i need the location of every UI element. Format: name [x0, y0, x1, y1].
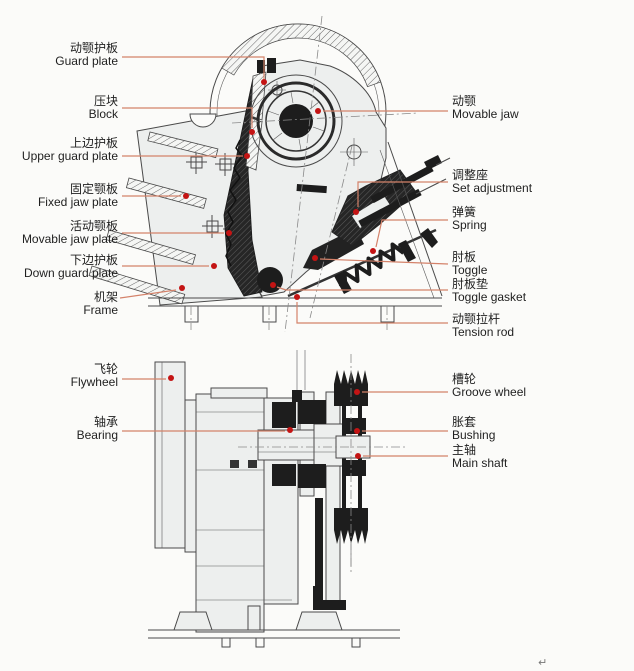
- label-zh: 主轴: [452, 443, 477, 457]
- flywheel-hatched-band: [221, 23, 382, 88]
- label-en: Tension rod: [452, 325, 515, 339]
- label-en: Movable jaw: [452, 107, 519, 121]
- label-bearing: 轴承 Bearing: [0, 416, 118, 442]
- label-en: Upper guard plate: [21, 149, 118, 163]
- label-zh: 动颚拉杆: [452, 312, 501, 326]
- label-movable-jaw: 动颚 Movable jaw: [452, 95, 519, 121]
- shaft-assembly-section-drawing: [148, 350, 408, 648]
- fixed-side-plates: [88, 131, 219, 305]
- label-toggle-gasket: 肘板垫 Toggle gasket: [452, 278, 526, 304]
- leader-block: [122, 107, 255, 135]
- flywheel-section: [154, 361, 186, 549]
- leader-bushing: [354, 428, 448, 434]
- label-frame: 机架 Frame: [0, 291, 118, 317]
- leader-flywheel: [122, 375, 174, 381]
- label-zh: 飞轮: [93, 362, 118, 376]
- main-shaft-and-bearings: [257, 390, 345, 488]
- leader-movable-jaw: [315, 108, 448, 114]
- eccentric-shaft-core: [279, 104, 313, 138]
- label-en: Down guard plate: [23, 266, 118, 280]
- label-en: Bushing: [452, 428, 496, 442]
- bearing-housing-body: [195, 393, 265, 633]
- bushing-section: [344, 418, 366, 434]
- callout-leaders: [119, 56, 449, 459]
- label-spring: 弹簧 Spring: [452, 206, 487, 232]
- bearing-block: [272, 402, 296, 428]
- leader-movable-jaw-plate: [122, 230, 232, 236]
- leader-toggle: [312, 255, 449, 265]
- leader-frame: [119, 285, 185, 299]
- tension-rod-line: [287, 228, 437, 298]
- label-zh: 动颚护板: [69, 41, 118, 55]
- leader-groove-wheel: [354, 389, 448, 395]
- label-en: Main shaft: [452, 456, 508, 470]
- leader-tension-rod: [294, 294, 448, 324]
- label-en: Movable jaw plate: [21, 232, 118, 246]
- label-zh: 弹簧: [452, 205, 477, 219]
- label-upper-guard-plate: 上边护板 Upper guard plate: [0, 137, 118, 163]
- label-down-guard-plate: 下边护板 Down guard plate: [0, 254, 118, 280]
- label-zh: 胀套: [452, 415, 477, 429]
- label-movable-jaw-plate: 活动颚板 Movable jaw plate: [0, 220, 118, 246]
- leader-fixed-jaw-plate: [122, 193, 189, 199]
- label-zh: 肘板垫: [452, 277, 489, 291]
- label-zh: 调整座: [452, 168, 489, 182]
- label-zh: 轴承: [93, 415, 118, 429]
- spring-coil: [338, 242, 405, 290]
- jaw-crusher-side-section-drawing: [88, 15, 451, 333]
- leader-guard-plate: [122, 56, 267, 85]
- label-en: Bearing: [76, 428, 118, 442]
- label-zh: 上边护板: [69, 136, 118, 150]
- label-tension-rod: 动颚拉杆 Tension rod: [452, 313, 514, 339]
- label-en: Groove wheel: [452, 385, 527, 399]
- label-block: 压块 Block: [0, 95, 118, 121]
- leader-down-guard-plate: [122, 263, 217, 269]
- label-en: Flywheel: [70, 375, 118, 389]
- leader-set-adjustment: [353, 181, 448, 215]
- label-en: Guard plate: [55, 54, 118, 68]
- label-groove-wheel: 槽轮 Groove wheel: [452, 373, 526, 399]
- label-zh: 压块: [93, 94, 118, 108]
- datum-target-symbol: [340, 138, 368, 166]
- label-bushing: 胀套 Bushing: [452, 416, 495, 442]
- leader-spring: [370, 219, 448, 254]
- label-zh: 动颚: [452, 94, 477, 108]
- label-zh: 固定颚板: [69, 182, 118, 196]
- eccentric-shaft-assembly: [231, 74, 419, 168]
- label-zh: 下边护板: [69, 253, 118, 267]
- label-en: Toggle gasket: [452, 290, 527, 304]
- return-mark-artifact: ↵: [538, 657, 548, 669]
- label-en: Block: [88, 107, 118, 121]
- label-en: Spring: [452, 218, 487, 232]
- label-en: Set adjustment: [452, 181, 533, 195]
- leader-bearing: [122, 427, 293, 433]
- label-zh: 肘板: [452, 250, 477, 264]
- label-guard-plate: 动颚护板 Guard plate: [0, 42, 118, 68]
- label-set-adjustment: 调整座 Set adjustment: [452, 169, 532, 195]
- label-toggle: 肘板 Toggle: [452, 251, 487, 277]
- label-fixed-jaw-plate: 固定颚板 Fixed jaw plate: [0, 183, 118, 209]
- label-flywheel: 飞轮 Flywheel: [0, 363, 118, 389]
- bottom-frame-base: [148, 586, 400, 648]
- leader-toggle-gasket: [270, 282, 448, 291]
- leader-main-shaft: [355, 453, 448, 459]
- label-en: Frame: [83, 303, 118, 317]
- label-zh: 机架: [93, 290, 118, 304]
- label-zh: 槽轮: [452, 372, 477, 386]
- label-en: Toggle: [452, 263, 488, 277]
- label-zh: 活动颚板: [69, 219, 118, 233]
- label-main-shaft: 主轴 Main shaft: [452, 444, 507, 470]
- label-en: Fixed jaw plate: [37, 195, 118, 209]
- leader-upper-guard-plate: [122, 153, 250, 159]
